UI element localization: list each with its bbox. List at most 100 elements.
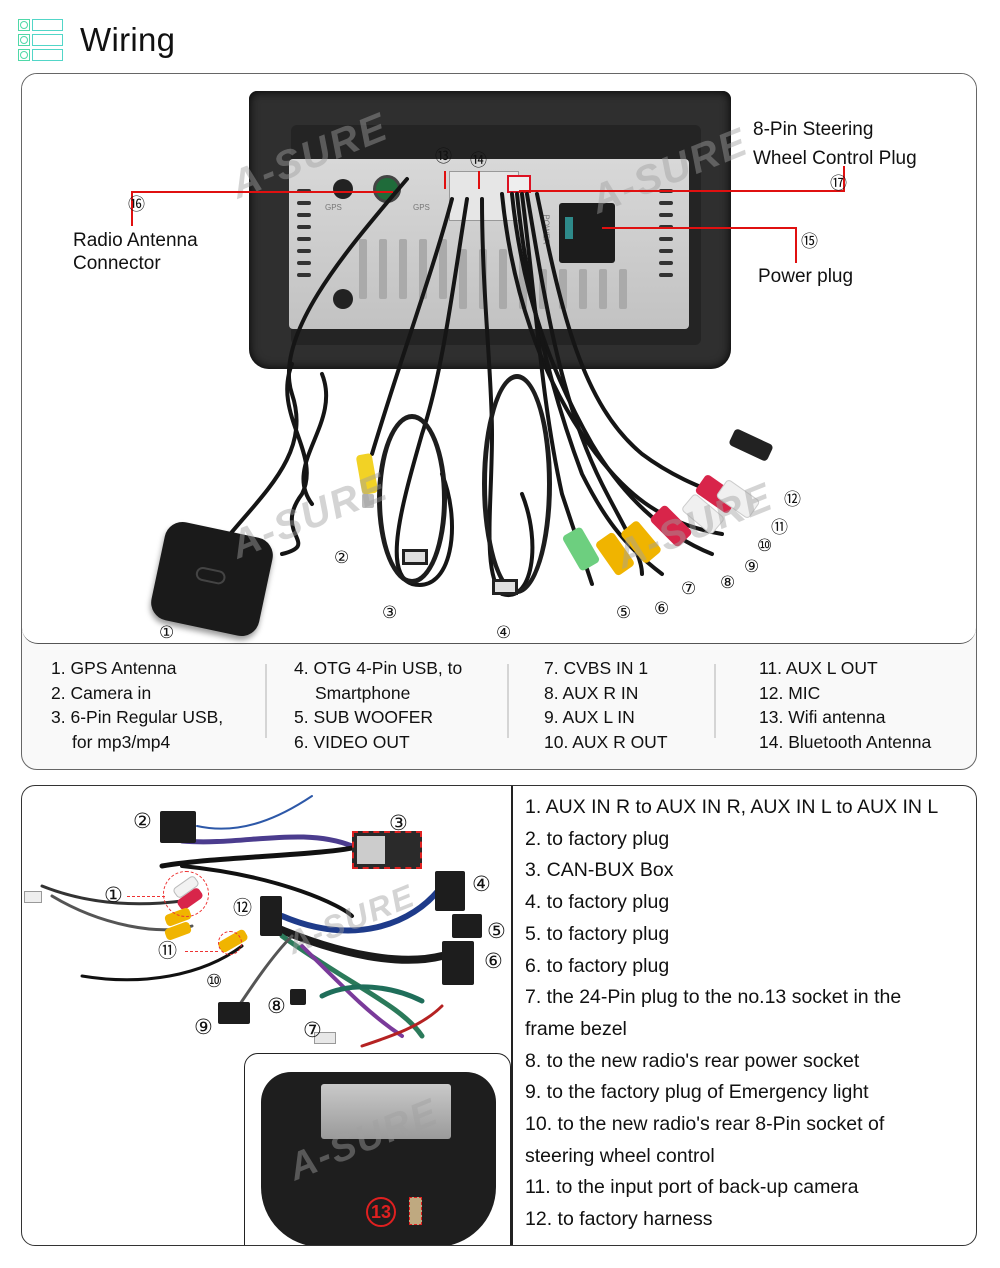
head-unit-frame: GPS GPS POWER [249,91,731,369]
legend-column-2: 4. OTG 4-Pin USB, to Smartphone 5. SUB W… [294,656,462,754]
radio-antenna-label: Radio Antenna [73,230,198,251]
legend-item: 4. OTG 4-Pin USB, to [294,658,463,678]
legend-item: 13. Wifi antenna [759,707,886,727]
instruction-item: 1. AUX IN R to AUX IN R, AUX IN L to AUX… [525,796,939,818]
harness-callout-4: ④ [472,873,491,896]
legend-item: 11. AUX L OUT [759,658,878,678]
power-plug-8 [290,989,306,1005]
pin24-plug-7 [314,1032,336,1044]
harness-callout-9: ⑨ [194,1016,213,1039]
emergency-light-plug-9 [218,1002,250,1024]
legend-column-4: 11. AUX L OUT 12. MIC 13. Wifi antenna 1… [759,656,931,754]
radio-antenna-label-2: Connector [73,253,161,274]
steering-plug-label: 8-Pin Steering [753,119,874,140]
instruction-item: 6. to factory plug [525,954,670,977]
harness-callout-11: ⑪ [158,941,178,962]
instruction-item: 12. to factory harness [525,1208,713,1231]
factory-plug-6 [442,941,474,985]
instruction-item: 9. to the factory plug of Emergency ligh… [525,1081,869,1104]
list-icon [18,19,64,61]
callout-3: ③ [382,603,398,622]
callout-16: ⑯ [128,195,145,214]
callout-17: ⑰ [830,174,847,193]
instruction-item: 3. CAN-BUX Box [525,859,674,882]
harness-callout-6: ⑥ [484,950,503,973]
instruction-item: steering wheel control [525,1144,715,1167]
gps-port-label: GPS [325,203,342,212]
legend-item: 2. Camera in [51,682,152,703]
bezel-socket-13 [409,1197,422,1225]
bezel-socket-number: 13 [366,1197,396,1227]
callout-6: ⑥ [654,599,670,618]
callout-4: ④ [496,623,512,642]
factory-plug-5 [452,914,482,938]
harness-callout-7: ⑦ [303,1019,322,1042]
frame-bezel: 13 [261,1072,496,1245]
callout-11: ⑪ [771,518,788,537]
instruction-item: 8. to the new radio's rear power socket [525,1049,860,1072]
legend-item: 3. 6-Pin Regular USB, [51,707,224,727]
callout-2: ② [334,548,350,567]
legend-item: 5. SUB WOOFER [294,707,434,727]
usb-otg-connector [492,579,518,595]
harness-callout-12: ⑫ [233,898,253,919]
legend-item: for mp3/mp4 [72,731,171,752]
legend-item: 8. AUX R IN [544,682,639,703]
legend-item: 10. AUX R OUT [544,731,668,752]
harness-callout-3: ③ [389,812,408,835]
legend-item: 6. VIDEO OUT [294,731,410,752]
canbus-box [352,831,422,869]
legend-item: Smartphone [315,682,411,703]
instruction-item: 2. to factory plug [525,827,670,850]
frame-bezel-inset: 13 A-SURE [244,1053,511,1245]
legend-item: 14. Bluetooth Antenna [759,731,932,752]
callout-10: ⑩ [757,536,773,555]
callout-5: ⑤ [616,603,632,622]
harness-callout-5: ⑤ [487,920,506,943]
power-socket [559,203,615,263]
harness-panel: A-SURE ① ② ③ ④ ⑤ ⑥ ⑦ ⑧ ⑨ ⑩ ⑪ ⑫ 13 A-SURE… [21,785,977,1246]
rear-connections-panel: GPS GPS POWER [21,73,977,770]
legend-item: 9. AUX L IN [544,707,635,727]
instruction-item: 7. the 24-Pin plug to the no.13 socket i… [525,986,902,1009]
harness-wires-illustration [40,795,446,1048]
factory-harness-plug-12 [260,896,282,936]
legend-item: 7. CVBS IN 1 [544,658,649,678]
usb-6pin-connector [402,549,428,565]
instruction-item: 5. to factory plug [525,922,670,945]
callout-9: ⑨ [744,557,760,576]
instruction-item: 10. to the new radio's rear 8-Pin socket… [525,1113,885,1136]
harness-callout-10: ⑩ [206,971,223,991]
panel-divider [511,786,513,1245]
connector-legend: 1. GPS Antenna 2. Camera in 3. 6-Pin Reg… [22,656,976,756]
steering-wheel-plug [507,175,531,193]
factory-plug-2 [160,811,196,843]
harness-callout-1: ① [104,884,123,907]
legend-item: 1. GPS Antenna [51,658,177,678]
steering-plug-10-end [24,891,42,903]
harness-instructions: 1. AUX IN R to AUX IN R, AUX IN L to AUX… [525,792,938,1236]
legend-column-3: 7. CVBS IN 1 8. AUX R IN 9. AUX L IN 10.… [544,656,668,754]
steering-plug-label-2: Wheel Control Plug [753,148,917,169]
instruction-item: 4. to factory plug [525,891,670,914]
gps-port-label-2: GPS [413,203,430,212]
callout-15: ⑮ [801,232,818,251]
legend-item: 12. MIC [759,682,821,703]
instruction-item: frame bezel [525,1017,627,1040]
callout-13: ⑬ [435,147,452,166]
head-unit-rear-photo: GPS GPS POWER [22,74,976,644]
bezel-head-unit [321,1084,451,1139]
instruction-item: 11. to the input port of back-up camera [525,1176,859,1199]
page-header: Wiring [18,19,176,61]
factory-plug-4 [435,871,465,911]
callout-14: ⑭ [470,151,487,170]
callout-1: ① [159,623,175,642]
page-title: Wiring [80,21,176,58]
power-plug-label: Power plug [758,266,854,287]
harness-callout-2: ② [133,810,152,833]
legend-column-1: 1. GPS Antenna 2. Camera in 3. 6-Pin Reg… [51,656,223,754]
callout-12: ⑫ [784,490,801,509]
callout-7: ⑦ [681,579,697,598]
callout-8: ⑧ [720,573,736,592]
harness-callout-8: ⑧ [267,995,286,1018]
